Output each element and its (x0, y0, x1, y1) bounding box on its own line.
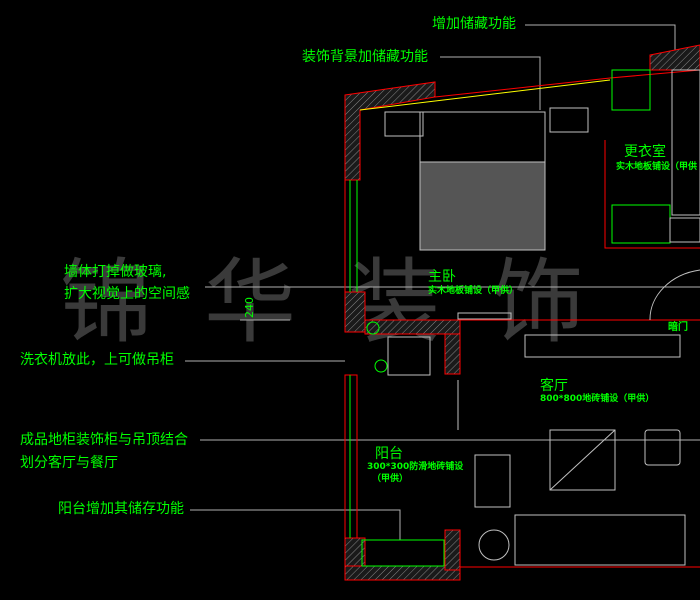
annotation-cabinet-1: 成品地柜装饰柜与吊顶结合 (20, 432, 188, 448)
annotation-glass-wall-1: 墙体打掉做玻璃, (64, 264, 167, 280)
watermark: 锦华装饰 (60, 228, 636, 361)
room-living-floor: 800*800地砖铺设（甲供） (540, 394, 655, 404)
annotation-storage: 增加储藏功能 (432, 16, 516, 32)
room-master-floor: 实木地板铺设（甲供） (428, 286, 519, 296)
room-balcony-floor: 300*300防滑地砖铺设 (367, 462, 464, 472)
room-closet-floor: 实木地板铺设（甲供 (616, 162, 698, 172)
annotation-cabinet-2: 划分客厅与餐厅 (20, 455, 118, 471)
room-balcony-name: 阳台 (375, 446, 403, 462)
annotation-washer: 洗衣机放此，上可做吊柜 (20, 352, 174, 368)
annotation-balcony-storage: 阳台增加其储存功能 (58, 501, 184, 517)
annotation-decor-wall: 装饰背景加储藏功能 (302, 49, 428, 65)
room-living-name: 客厅 (540, 378, 568, 394)
room-closet-name: 更衣室 (624, 144, 666, 160)
leader-lines (185, 24, 700, 540)
hidden-door-label: 暗门 (668, 322, 688, 333)
walls (344, 44, 700, 581)
room-balcony-floor-2: （甲供） (372, 474, 409, 484)
dimension-label: 240 (243, 297, 256, 318)
room-master-name: 主卧 (428, 269, 456, 285)
annotation-glass-wall-2: 扩大视觉上的空间感 (64, 286, 190, 302)
